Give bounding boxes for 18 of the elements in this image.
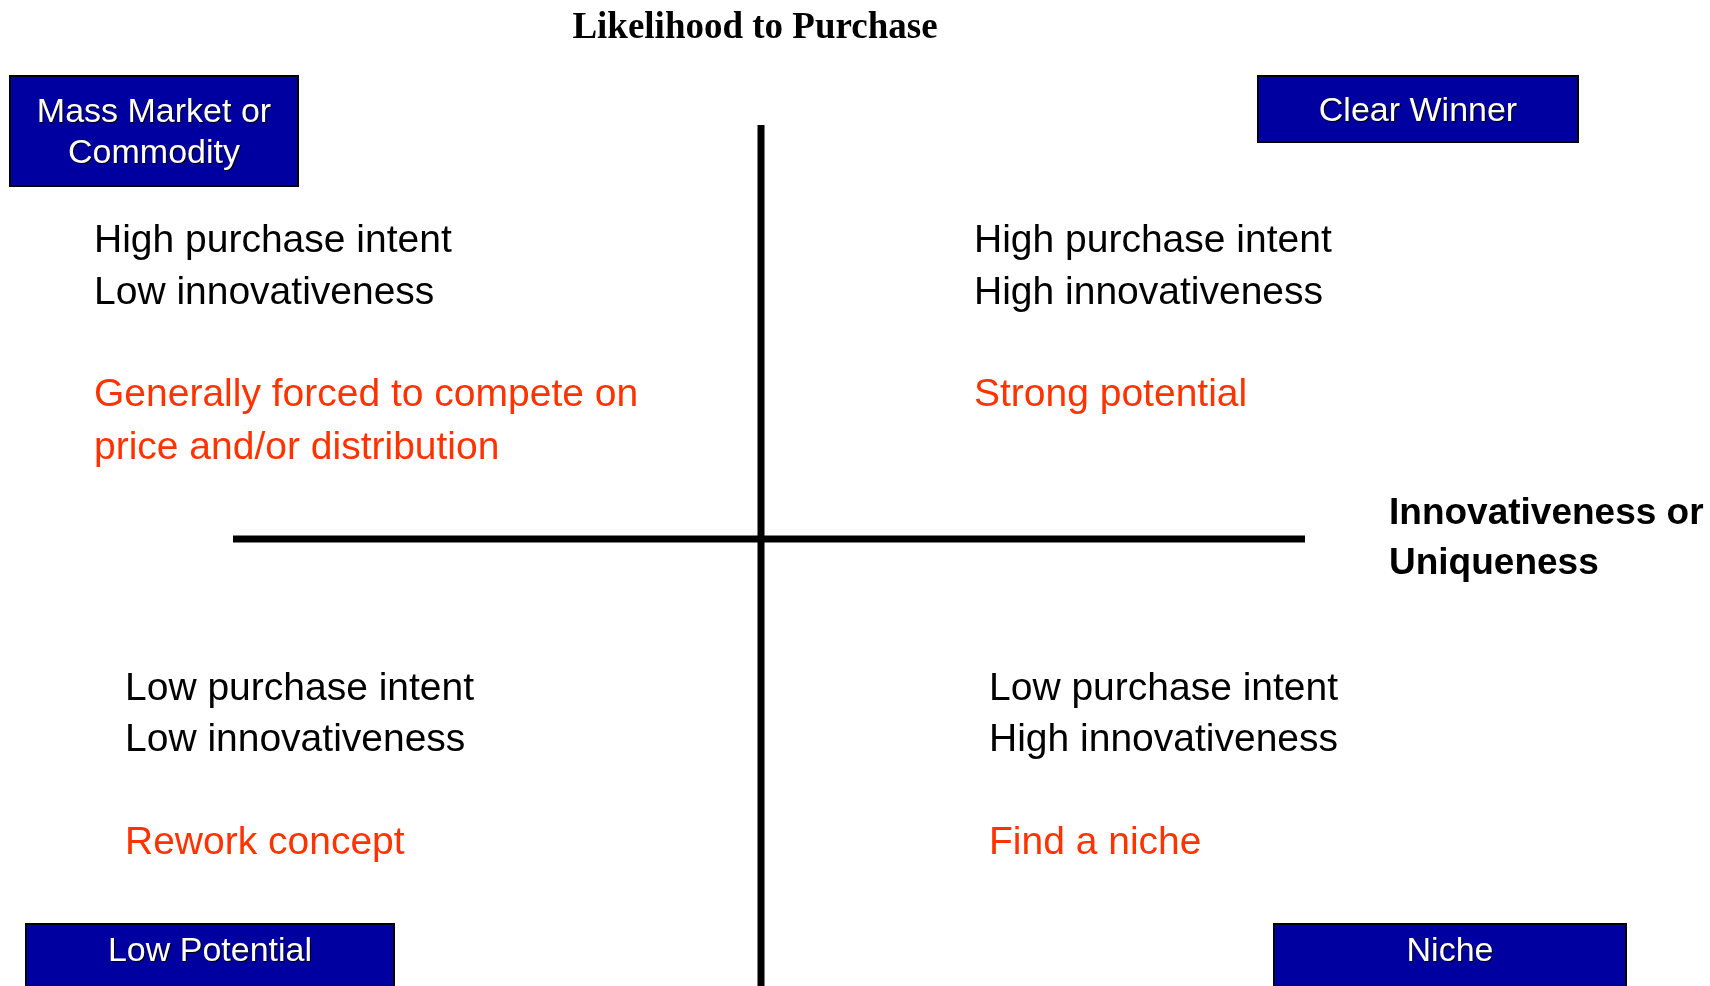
quadrant-text: Low purchase intent: [989, 664, 1339, 710]
axis-label: Innovativeness or Uniqueness: [1389, 490, 1705, 584]
quadrant-text: High purchase intent: [974, 216, 1332, 262]
recommendation-text: Rework concept: [125, 818, 405, 864]
quadrant-text: Low innovativeness: [94, 268, 435, 314]
quadrant-text: High purchase intent: [94, 216, 452, 262]
quadrant-name-box: Low Potential: [25, 923, 395, 986]
quadrant-text: Low purchase intent: [125, 664, 475, 710]
chart-title: Likelihood to Purchase: [572, 5, 938, 46]
quadrant-name-box: Niche: [1273, 923, 1627, 986]
quadrant-name-box: Clear Winner: [1257, 75, 1579, 143]
recommendation-text: Find a niche: [989, 818, 1202, 864]
quadrant-text: Low innovativeness: [125, 715, 466, 761]
recommendation-text: Generally forced to compete on price and/or distribution: [94, 370, 640, 469]
quadrant-text: High innovativeness: [989, 715, 1339, 761]
recommendation-text: Strong potential: [974, 370, 1248, 416]
quadrant-name-box: Mass Market or Commodity: [9, 75, 299, 187]
quadrant-text: High innovativeness: [974, 268, 1324, 314]
